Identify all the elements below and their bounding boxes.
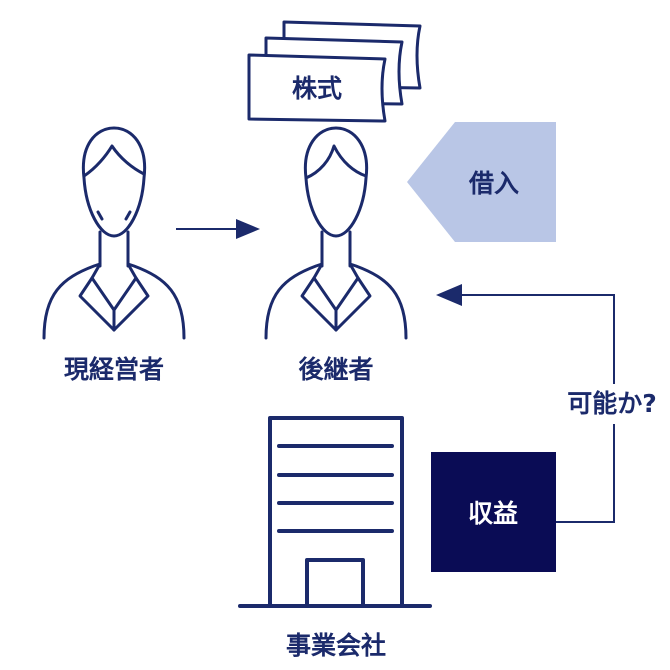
profit-box: [431, 452, 556, 572]
succession-arrow: [176, 219, 260, 239]
company-label: 事業会社: [286, 631, 386, 660]
successor-label: 後継者: [298, 355, 373, 384]
current-manager-label: 現経営者: [64, 355, 164, 384]
possible-label: 可能か?: [567, 389, 657, 418]
possible-label-bg: [548, 384, 670, 424]
young-person-icon: [264, 126, 408, 340]
elderly-person-icon: [42, 126, 186, 340]
stock-certificates-icon: [247, 20, 422, 123]
loan-arrow-shape: [407, 122, 556, 242]
profit-label: 収益: [468, 499, 518, 528]
office-building-icon: [238, 416, 432, 608]
stock-label: 株式: [292, 74, 342, 103]
loan-label: 借入: [468, 169, 519, 198]
